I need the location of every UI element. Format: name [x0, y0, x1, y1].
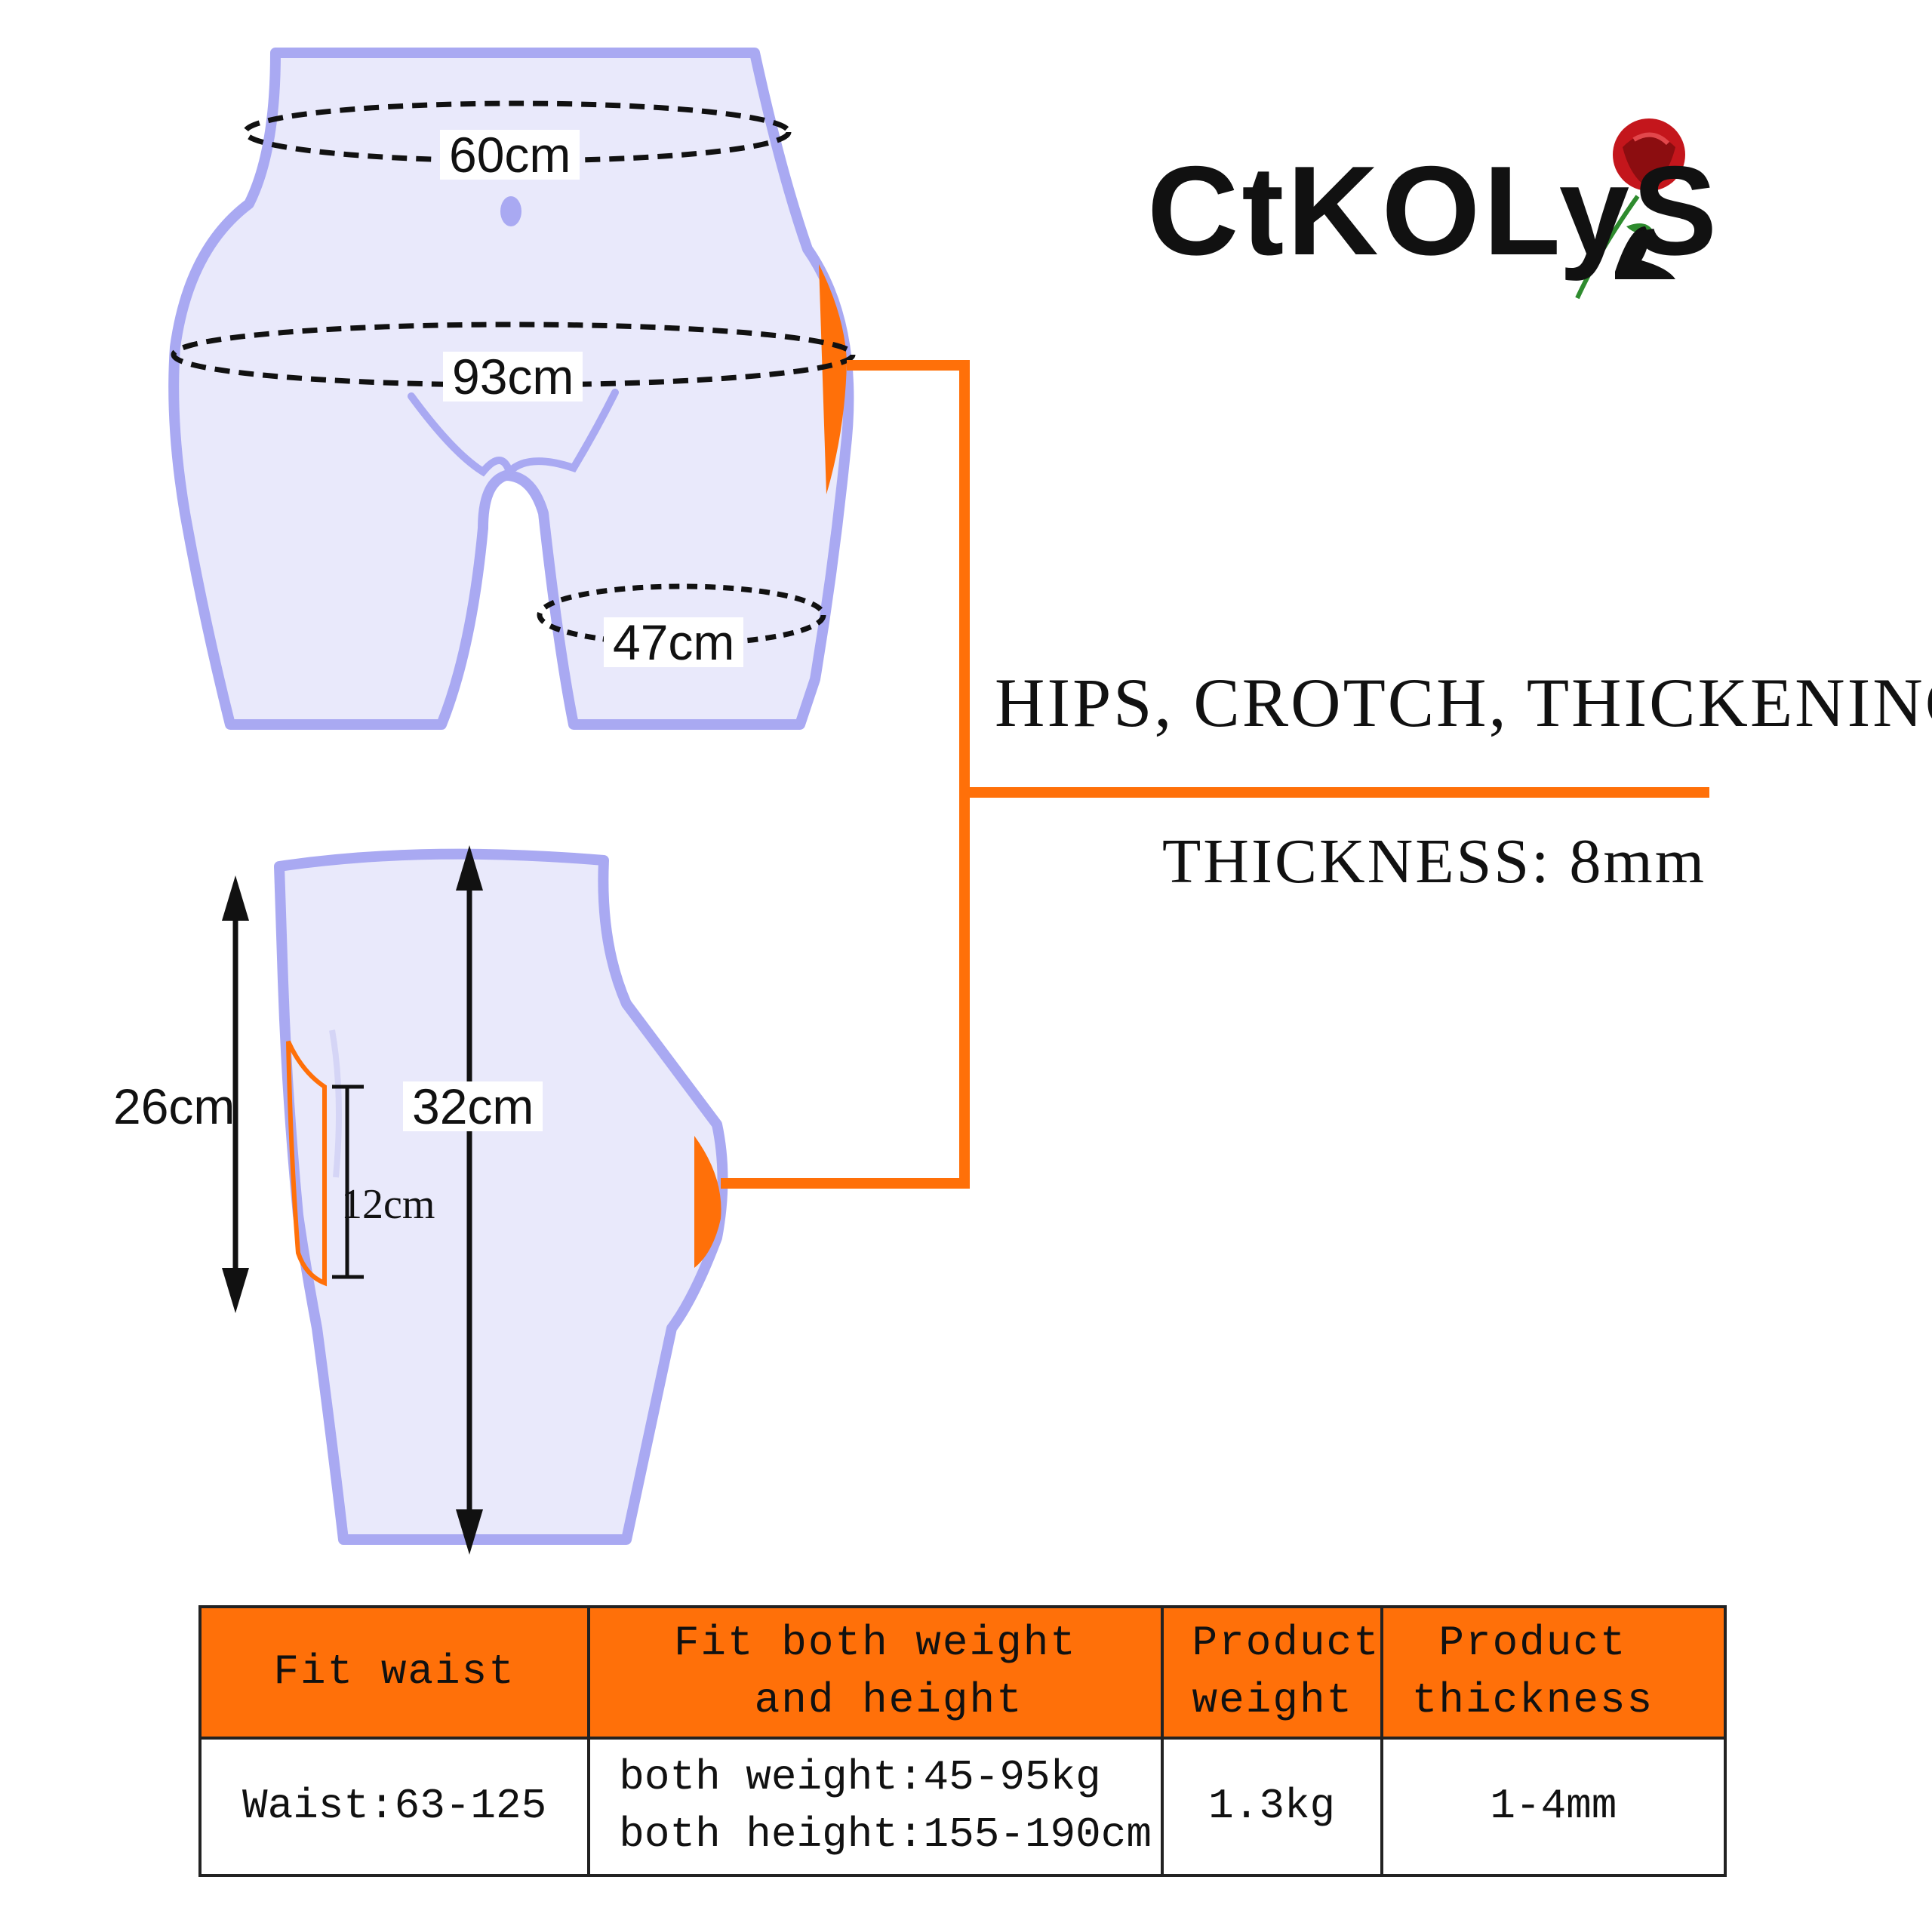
side-height-short: 26cm — [113, 1078, 235, 1134]
hip-measurement: 93cm — [443, 352, 583, 401]
navel-mark — [500, 196, 521, 226]
cell-product-thickness: 1-4mm — [1380, 1737, 1727, 1877]
callout-connector — [721, 360, 1709, 1189]
header-product-weight: Product weight — [1160, 1605, 1383, 1740]
header-fit-weight-height: Fit both weight and height — [587, 1605, 1164, 1740]
cell-fit-weight-height: both weight:45-95kg both height:155-190c… — [587, 1737, 1164, 1877]
spec-table-header-row: Fit waist Fit both weight and height Pro… — [198, 1605, 1727, 1740]
side-height-total: 32cm — [403, 1081, 543, 1131]
crotch-pad-marker — [286, 1040, 327, 1287]
spec-table-row: Waist:63-125 both weight:45-95kg both he… — [198, 1737, 1727, 1877]
rose-logo-icon — [1575, 118, 1685, 300]
cell-product-weight: 1.3kg — [1160, 1737, 1383, 1877]
spec-table: Fit waist Fit both weight and height Pro… — [198, 1605, 1727, 1877]
header-fit-waist: Fit waist — [198, 1605, 591, 1740]
cell-fit-waist: Waist:63-125 — [198, 1737, 591, 1877]
brand-name: CtKOLyS — [1147, 140, 1721, 281]
thigh-measurement: 47cm — [604, 617, 744, 667]
thickness-spec: THICKNESS: 8mm — [1162, 826, 1707, 897]
brand-logo: CtKOLyS — [1147, 147, 1774, 313]
side-view-shorts — [222, 845, 728, 1555]
waist-measurement: 60cm — [440, 130, 580, 180]
hip-pad-marker — [819, 264, 847, 494]
feature-headline: HIPS, CROTCH, THICKENING — [995, 664, 1932, 741]
butt-pad-marker — [694, 1136, 721, 1268]
header-product-thickness: Product thickness — [1380, 1605, 1727, 1740]
pad-length: 12cm — [341, 1181, 435, 1228]
